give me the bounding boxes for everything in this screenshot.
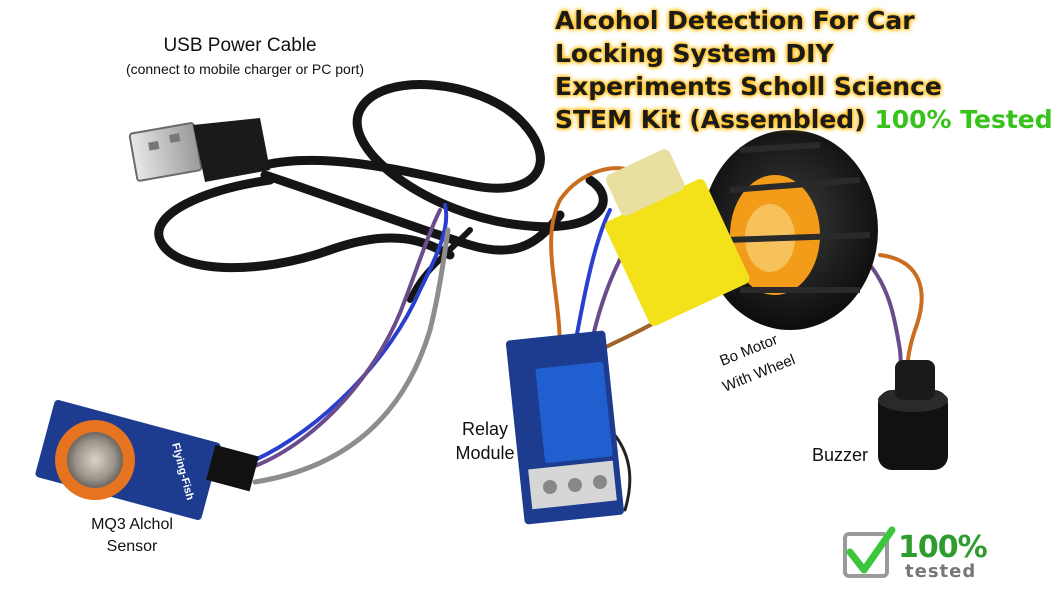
title-line-4-text: STEM Kit (Assembled) [555, 105, 866, 134]
signal-wires [252, 166, 924, 512]
relay-module [505, 330, 624, 525]
usb-cable [154, 80, 608, 303]
title-line-4: STEM Kit (Assembled) 100% Tested [555, 105, 1053, 134]
relay-label-line-1: Relay [461, 419, 509, 439]
product-photo: Flying-Fish [35, 80, 948, 578]
usb-cable-note: (connect to mobile charger or PC port) [125, 61, 365, 77]
title-line-1: Alcohol Detection For Car [555, 6, 915, 35]
relay-label-line-2: Module [455, 443, 515, 463]
tested-highlight: 100% Tested [874, 105, 1053, 134]
buzzer-label: Buzzer [811, 445, 869, 465]
badge-percent: 100% [898, 530, 988, 565]
title-line-2: Locking System DIY [555, 39, 834, 68]
usb-plug [128, 118, 270, 182]
bo-motor-with-wheel [605, 130, 878, 330]
sensor-label-line-2: Sensor [106, 538, 158, 555]
badge-sub: tested [905, 561, 977, 582]
mq3-sensor-module: Flying-Fish [35, 400, 259, 520]
usb-cable-label: USB Power Cable [163, 35, 317, 56]
title-line-3: Experiments Scholl Science [555, 72, 942, 101]
tested-check-icon [843, 526, 896, 578]
buzzer [878, 360, 948, 470]
sensor-label-line-1: MQ3 Alchol [91, 516, 173, 533]
